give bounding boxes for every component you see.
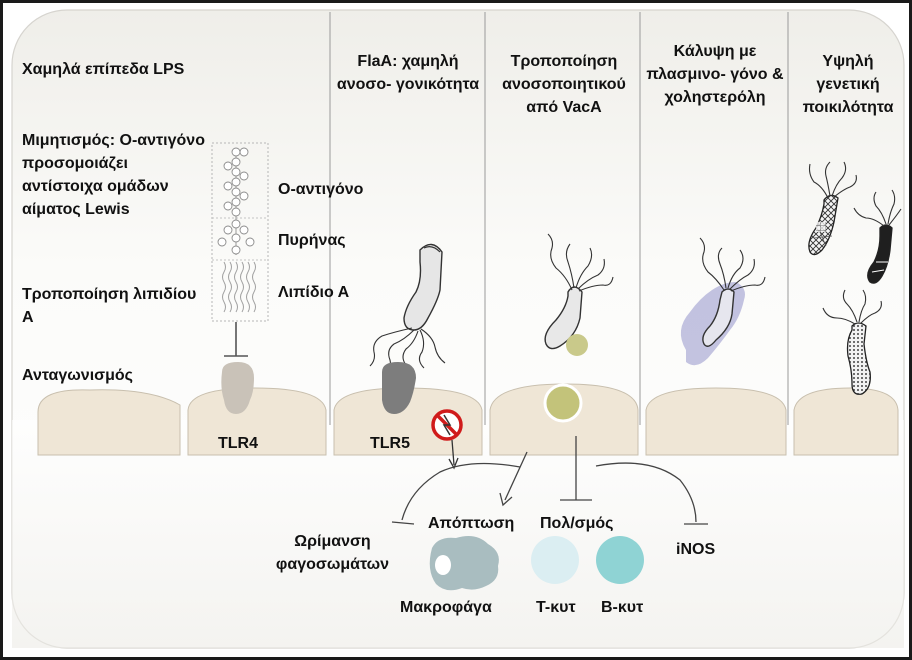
plasminogen-coated-bacterium [680,237,766,366]
phagosome-maturation-label: Ωρίμανση φαγοσωμάτων [275,533,390,573]
plasminogen-label: Κάλυψη με πλασμινο- γόνο & χοληστερόλη [646,43,784,106]
vaca-label: Τροποποίηση ανοσοποιητικού από VacA [502,53,626,116]
phagosome-inhibition-curve [401,462,521,521]
vaca-bacterium [544,233,614,350]
lipid-a-chains [222,261,256,313]
apoptosis-arrow-line [504,451,528,501]
tlr5-label: TLR5 [370,435,410,452]
tlr4-label: TLR4 [218,435,258,452]
macrophage-vacuole [435,555,451,575]
lipid-a-label: Λιπίδιο Α [278,284,350,301]
no-signal-icon [431,409,463,470]
b-cell [596,536,644,584]
t-cell [531,536,579,584]
o-antigen-label: O-αντιγόνο [278,181,364,198]
variable-bacteria [808,161,902,395]
b-cell-label: Β-κυτ [601,599,644,616]
vaca-toxin-particle [566,334,588,356]
flaa-label: FlaA: χαμηλή ανοσο- γονικότητα [336,53,480,93]
t-cell-label: Τ-κυτ [536,599,576,616]
lipid-a-modification-label: Τροποποίηση λιπιδίου Α [22,286,197,326]
phagosome-inhibition-bar [391,521,415,525]
macrophage-cell [429,536,499,591]
mimicry-label: Μιμητισμός: O-αντιγόνο προσομοιάζει αντί… [22,132,205,218]
tlr5-receptor [382,362,416,414]
bacterium-dark [853,189,902,284]
epithelium [37,383,899,456]
genetic-variability-label: Υψηλή γενετική ποικιλότητα [802,53,894,116]
proliferation-label: Πολ/σμός [540,515,614,532]
bacterium-dotted [822,289,882,395]
inos-inhibition-curve [595,462,697,523]
apoptosis-arrowhead [499,492,513,507]
column-dividers [329,12,789,425]
signal-arrows [391,436,708,525]
vaca-internalized-particle [543,383,583,423]
antagonism-label: Ανταγωνισμός [22,367,133,384]
o-antigen-sugar-chain [217,147,255,255]
lps-structure [211,142,269,357]
macrophage-label: Μακροφάγα [400,599,492,616]
tlr4-receptor [221,362,254,414]
low-lps-label: Χαμηλά επίπεδα LPS [22,61,185,78]
core-label: Πυρήνας [278,232,346,249]
apoptosis-label: Απόπτωση [428,515,515,532]
inos-label: iNOS [676,541,716,558]
